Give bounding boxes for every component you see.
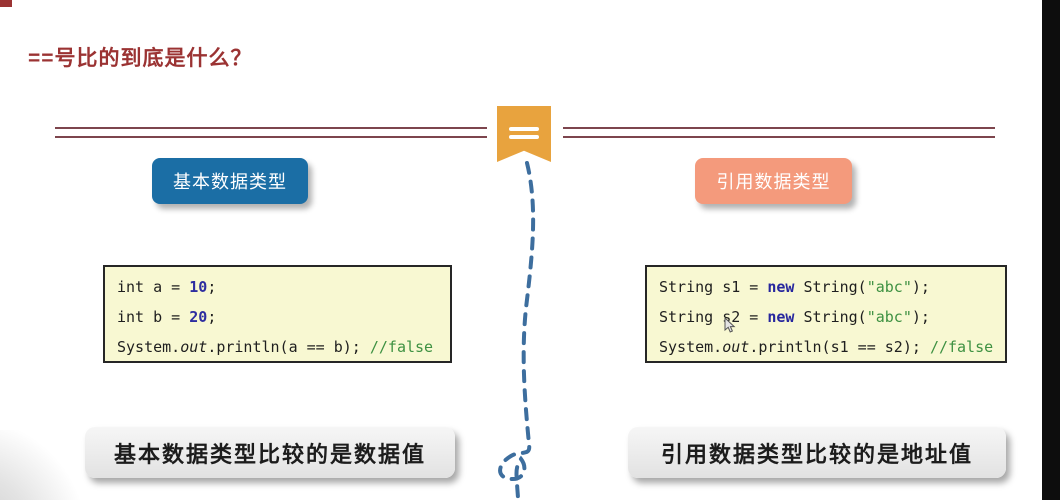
corner-shade	[0, 430, 95, 500]
code-block-primitive: int a = 10; int b = 20; System.out.println…	[103, 265, 452, 363]
corner-mark	[0, 0, 12, 7]
code-line: int a = 10;	[117, 278, 217, 296]
equals-icon	[509, 135, 539, 139]
code-line: System.out.println(a == b); //false	[117, 338, 434, 356]
code-block-reference: String s1 = new String("abc"); String s2 …	[645, 265, 1007, 363]
equals-icon	[509, 127, 539, 131]
code-line: String s1 = new String("abc");	[659, 278, 930, 296]
page-title: ==号比的到底是什么？	[28, 47, 253, 70]
code-line: int b = 20;	[117, 308, 217, 326]
code-line: System.out.println(s1 == s2); //false	[659, 338, 994, 356]
code-line: String s2 = new String("abc");	[659, 308, 930, 326]
badge-reference-label: 引用数据类型	[716, 172, 831, 192]
caption-reference-label: 引用数据类型比较的是地址值	[660, 441, 973, 467]
divider-line-left	[55, 127, 487, 138]
mouse-cursor-icon	[724, 318, 736, 333]
badge-primitive-label: 基本数据类型	[173, 172, 287, 192]
badge-primitive-type: 基本数据类型	[152, 158, 308, 204]
caption-primitive: 基本数据类型比较的是数据值	[85, 427, 455, 478]
caption-reference: 引用数据类型比较的是地址值	[628, 427, 1006, 478]
caption-primitive-label: 基本数据类型比较的是数据值	[113, 441, 426, 467]
divider-line-right	[563, 127, 995, 138]
bookmark-ribbon	[497, 106, 551, 162]
edge-bar-right	[1042, 0, 1060, 500]
badge-reference-type: 引用数据类型	[695, 158, 852, 204]
